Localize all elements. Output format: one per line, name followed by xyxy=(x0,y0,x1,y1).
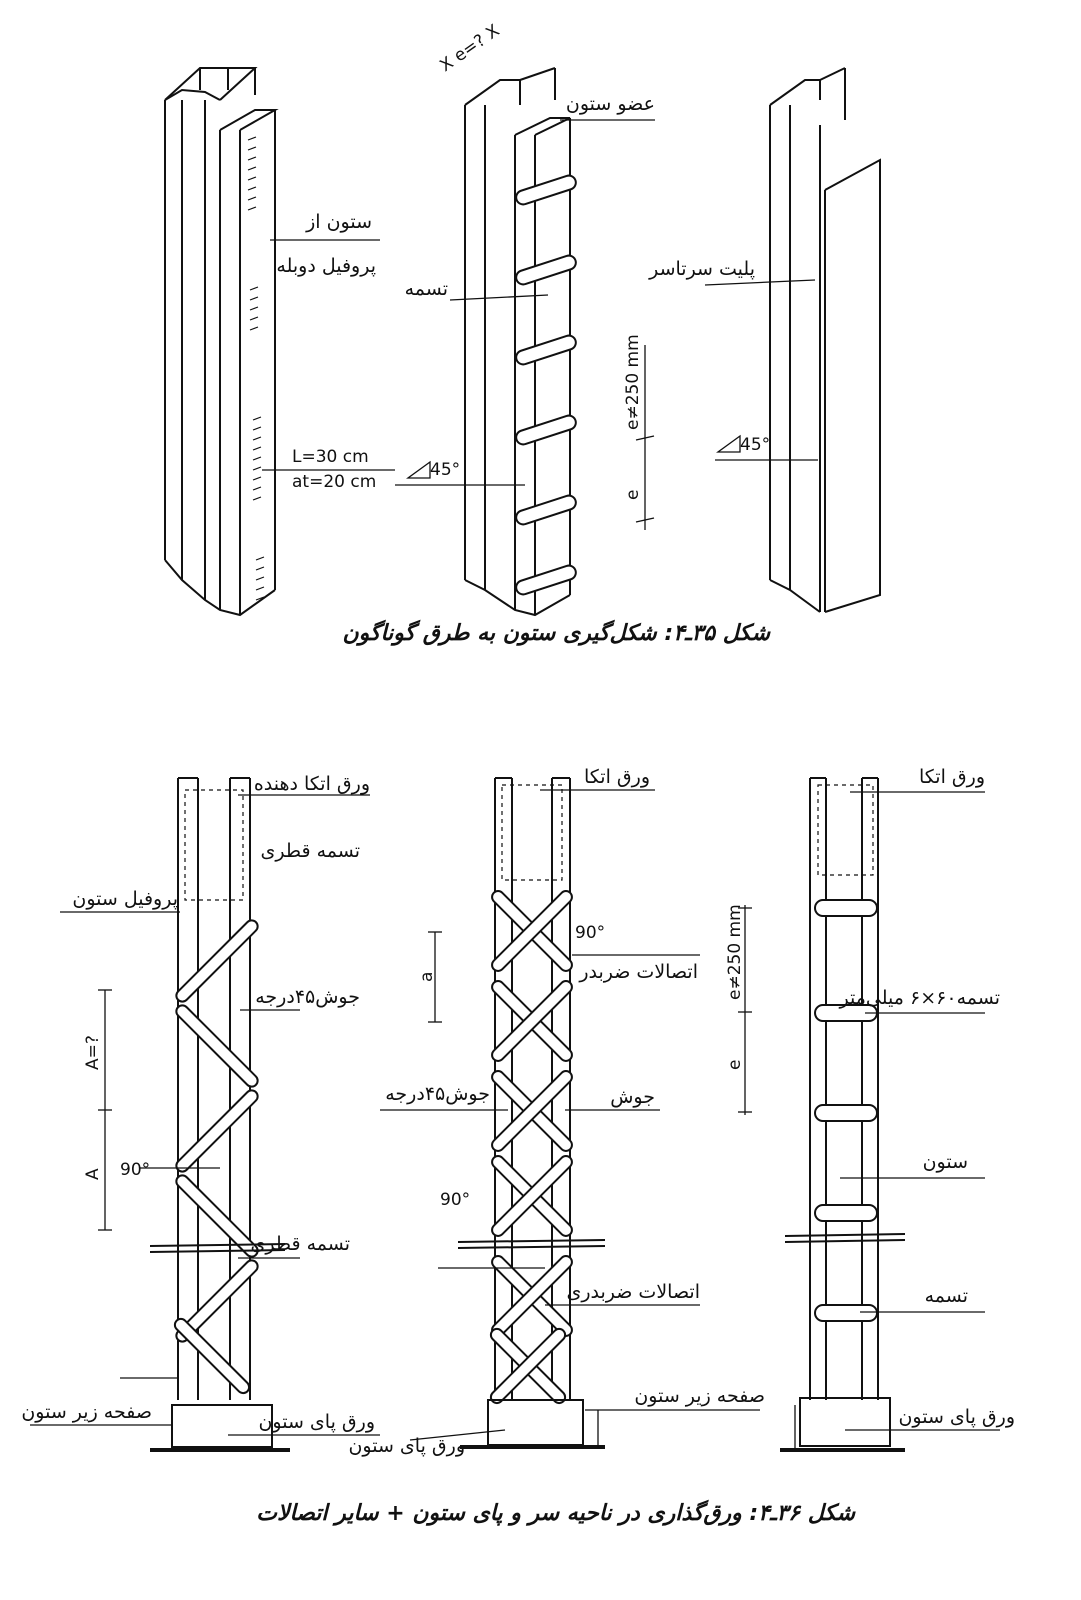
fig36-left-angle: 90° xyxy=(120,1160,150,1180)
fig35-label-strap: تسمه xyxy=(405,278,448,300)
fig35-caption: شکل ۳۵ـ۴: شکل‌گیری ستون به طرق گوناگون xyxy=(342,619,771,646)
fig35-left-label-line2: پروفیل دوبله xyxy=(276,255,376,277)
fig35-spacing-max: e≠250 mm xyxy=(623,334,643,430)
fig35-label-plate: پلیت سرتاسر xyxy=(648,258,755,280)
fig36-middle-cross-joint: اتصالات ضربدر xyxy=(578,961,698,983)
fig36-right-strap: تسمه xyxy=(925,1285,968,1307)
fig36-middle-top-plate: ورق اتکا xyxy=(584,766,650,788)
fig35-spacing-query: X e=? X xyxy=(436,21,503,76)
fig36-middle-weld45: جوش۴۵درجه xyxy=(385,1083,490,1105)
fig35-weld-symbol-45: 45° xyxy=(406,460,460,480)
fig36-left-profile: پروفیل ستون xyxy=(72,888,178,910)
fig35-right-plated-column xyxy=(704,67,881,613)
fig36-left-diag-strap: تسمه قطری xyxy=(251,1233,350,1255)
fig36-left-weld: جوش۴۵درجه xyxy=(255,986,360,1008)
fig35-left-label-line1: ستون از xyxy=(305,211,372,233)
fig36-left-diag-strap-top: تسمه قطری xyxy=(261,840,360,862)
fig35-weld-spacing: at=20 cm xyxy=(292,472,376,492)
fig35-spacing-e: e xyxy=(623,490,643,500)
svg-text:45°: 45° xyxy=(740,435,770,455)
fig35-label-member: عضو ستون xyxy=(566,93,655,115)
fig36-left-dim-a-query: A=? xyxy=(83,1035,103,1070)
svg-text:45°: 45° xyxy=(430,460,460,480)
fig36-middle-base-plate: ورق پای ستون xyxy=(348,1435,465,1457)
fig36-right-strap-size: تسمه۶۰×۶ میلی‌متر xyxy=(839,987,1000,1009)
fig36-middle-cross-joints: اتصالات ضربدری xyxy=(566,1281,700,1303)
fig36-middle-weld: جوش xyxy=(610,1086,655,1108)
fig36-right-battens xyxy=(814,899,878,1322)
fig36-left-base-plate: ورق پای ستون xyxy=(258,1411,375,1433)
fig36-right-spacing: e xyxy=(725,1060,745,1070)
fig36-left-dim-a: A xyxy=(83,1168,103,1180)
fig36-left-diagonal-straps xyxy=(173,919,259,1395)
fig35-straps xyxy=(515,174,577,596)
fig35-weld-length: L=30 cm xyxy=(292,447,369,467)
fig36-middle-base-underplate: صفحه زیر ستون xyxy=(634,1385,765,1407)
fig35-left-double-profile-column xyxy=(164,67,395,617)
fig36-middle-x-straps xyxy=(489,890,573,1405)
fig36-middle-dim-a: a xyxy=(417,972,437,982)
fig36-middle-angle: 90° xyxy=(575,923,605,943)
fig36-right-base-plate: ورق پای ستون xyxy=(898,1406,1015,1428)
fig36-caption: شکل ۳۶ـ۴: ورق‌گذاری در ناحیه سر و پای ست… xyxy=(256,1499,856,1526)
fig36-right-spacing-max: e≠250 mm xyxy=(725,904,745,1000)
fig36-left-top-plate: ورق اتکا دهنده xyxy=(254,773,370,795)
fig36-left-zigzag-column xyxy=(30,777,380,1452)
fig36-right-top-plate: ورق اتکا xyxy=(919,766,985,788)
fig36-right-column: ستون xyxy=(923,1151,968,1173)
fig36-middle-cross-braced-column xyxy=(380,777,760,1449)
fig35-middle-laced-column xyxy=(395,67,655,617)
fig36-right-battened-column xyxy=(738,777,1000,1452)
fig35-right-weld-symbol-45: 45° xyxy=(716,434,770,455)
fig36-middle-angle2: 90° xyxy=(440,1190,470,1210)
fig36-left-base-underplate: صفحه زیر ستون xyxy=(21,1401,152,1423)
